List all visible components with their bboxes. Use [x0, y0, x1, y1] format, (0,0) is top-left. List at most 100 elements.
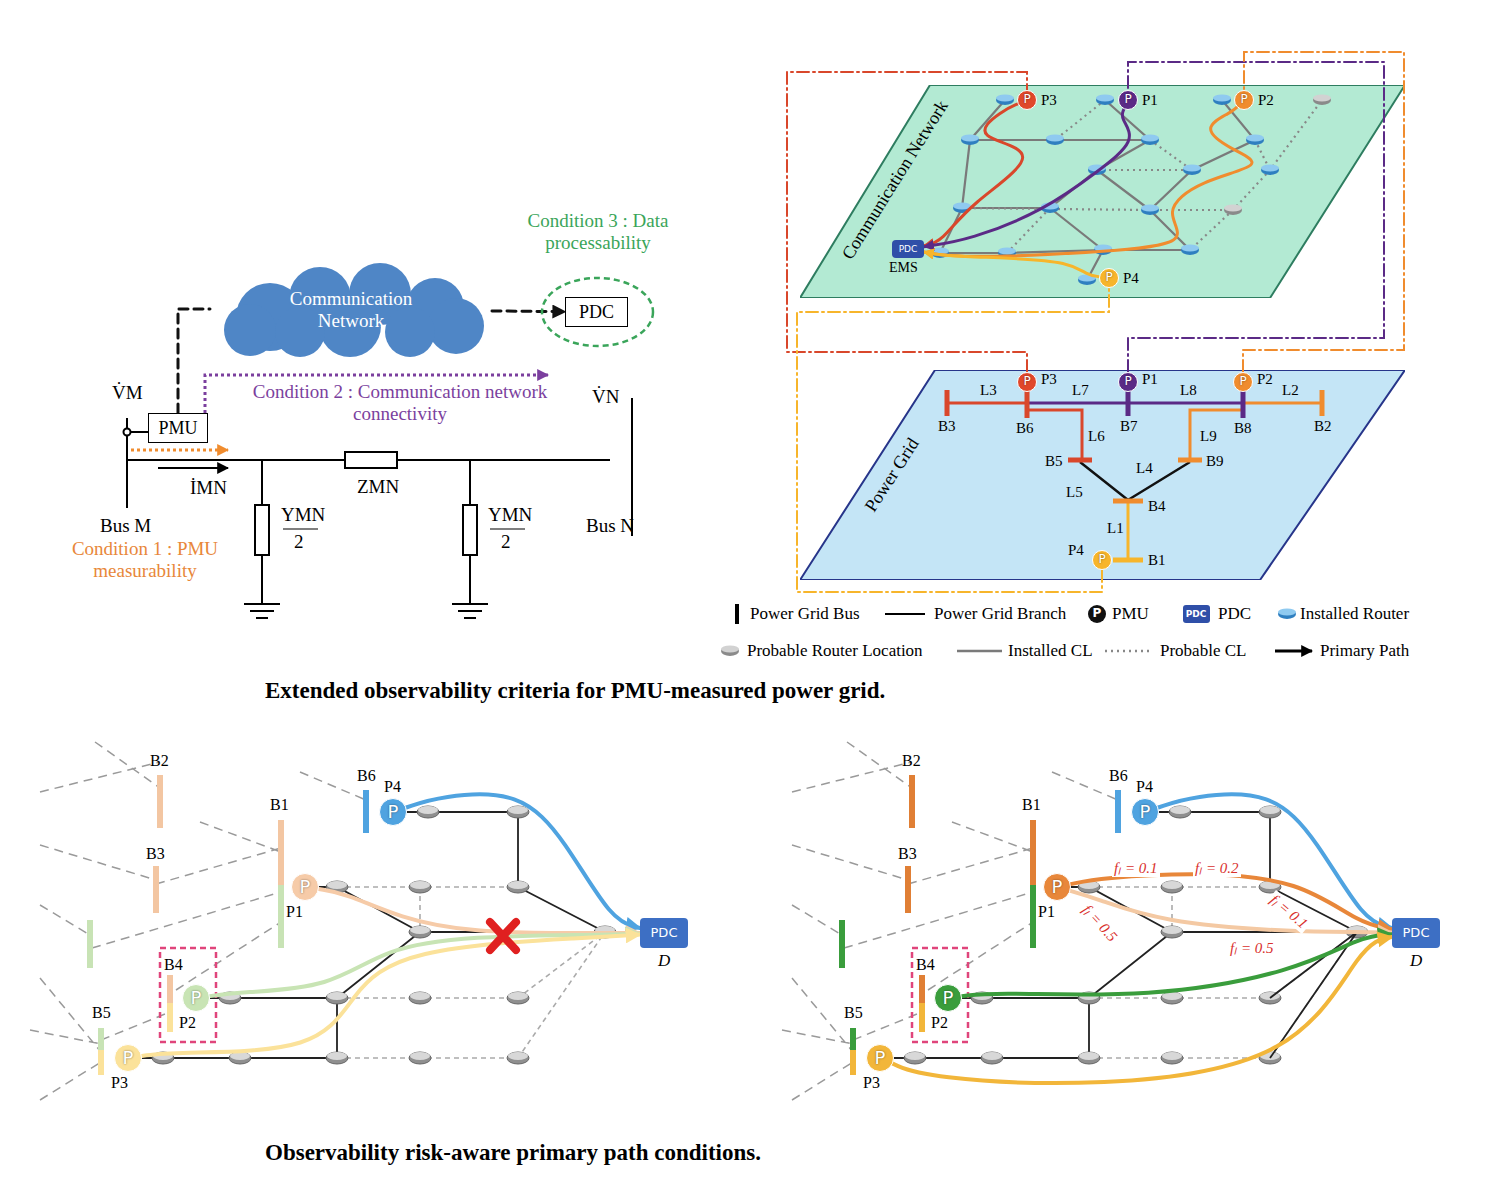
part-label: B7 [1120, 418, 1138, 435]
legend-text: Power Grid Bus [750, 604, 860, 624]
pdc-box: PDCD [640, 918, 688, 948]
plane-outline [800, 85, 1405, 298]
pdc-box: PDCD [1392, 918, 1440, 948]
legend-bus-sample [735, 604, 739, 624]
pmu-node: PP1 [291, 873, 319, 901]
legend-router-sample [721, 646, 739, 657]
part-label: B3 [146, 845, 165, 863]
part-label: İMN [190, 477, 227, 499]
router [1096, 95, 1114, 106]
branch [1127, 502, 1130, 560]
connector [319, 889, 640, 933]
node-label: P1 [286, 903, 303, 921]
connector [142, 935, 640, 1057]
part-label: 2 [294, 531, 304, 553]
pmu-node: PP4 [1099, 268, 1119, 288]
node-text: P [1124, 93, 1131, 107]
branch [1027, 402, 1243, 405]
figure-title: Extended observability criteria for PMU-… [265, 678, 885, 704]
legend-router-sample [1278, 609, 1296, 620]
connector [1071, 874, 1392, 929]
part-label: B9 [1206, 453, 1224, 470]
bus-bar [1115, 790, 1121, 833]
network-plane: Power GridPP3PP1PP2PP4 [800, 370, 1405, 580]
node-text: Power Grid [861, 434, 924, 515]
failure-cross [490, 922, 516, 950]
node-text: P [1140, 802, 1151, 823]
part-label: B1 [1022, 796, 1041, 814]
legend-text: Installed CL [1008, 641, 1093, 661]
router [1224, 205, 1242, 216]
node-text: P [1239, 375, 1246, 389]
part-label: B8 [1234, 420, 1252, 437]
part-label: Condition 2 : Communication network conn… [250, 381, 550, 425]
part-label: L3 [980, 382, 997, 399]
icon-text: PDC [1186, 609, 1207, 619]
impedance-symbol [345, 452, 397, 468]
node-text: P [1052, 877, 1063, 898]
node-label: P4 [1136, 778, 1153, 796]
connector [492, 309, 565, 313]
ring-outline [542, 278, 653, 346]
node-label: P4 [384, 778, 401, 796]
bus-bar [90, 885, 281, 1050]
part-label: YMN [281, 504, 325, 526]
node-label: P1 [1142, 92, 1158, 109]
process-box: PMU [148, 413, 208, 443]
part-label: B2 [150, 752, 169, 770]
cloud-lobe [275, 307, 325, 357]
failure-probability: fₗ = 0.1 [1112, 860, 1160, 877]
legend-pdc-sample [1183, 605, 1210, 623]
node-text: P [388, 802, 399, 823]
part-label: B5 [1045, 453, 1063, 470]
router [1246, 135, 1264, 146]
legend-text: PMU [1112, 604, 1149, 624]
part-label: B2 [1314, 418, 1332, 435]
pdc-icon: PDCEMS [892, 240, 924, 258]
current-arrow [158, 467, 228, 469]
node-label: P2 [179, 1014, 196, 1032]
part-label: L8 [1180, 382, 1197, 399]
highlight-box [160, 948, 216, 1042]
pmu-node: PP2 [934, 984, 962, 1012]
legend-text: PDC [1218, 604, 1251, 624]
pmu-node: PP1 [1118, 372, 1138, 392]
node-text: P [1105, 271, 1112, 285]
pmu-node: PP2 [1234, 90, 1254, 110]
part-label: V̇N [592, 386, 619, 408]
part-label: L9 [1200, 428, 1217, 445]
failure-probability: fₗ = 0.5 [1228, 940, 1276, 957]
node-text: PDC [899, 244, 918, 254]
pmu-node: PP1 [1118, 90, 1138, 110]
bus-bars-right [842, 775, 1118, 1075]
condition-ring: Condition 3 : Data processabilityPDC [540, 276, 655, 348]
node-label: P3 [863, 1074, 880, 1092]
connector [962, 934, 1392, 996]
part-label: Condition 1 : PMU measurability [55, 538, 235, 582]
part-label: B3 [898, 845, 917, 863]
part-label: B5 [92, 1004, 111, 1022]
node-label: P1 [1142, 371, 1158, 388]
legend-text: Primary Path [1320, 641, 1409, 661]
pmu-node: PP4 [1092, 550, 1112, 570]
node-text: PDC [1403, 926, 1430, 941]
node-label: P3 [111, 1074, 128, 1092]
part-label: B3 [938, 418, 956, 435]
router [961, 135, 979, 146]
node-text: P [1098, 553, 1105, 567]
connector [178, 309, 210, 413]
part-label: Bus M [100, 515, 151, 537]
pmu-node: PP2 [1233, 372, 1253, 392]
bus-bar [908, 775, 1033, 1003]
node-label: D [658, 951, 670, 971]
condition1-arrow [131, 449, 228, 452]
node-label: P1 [1038, 903, 1055, 921]
fraction-bar [283, 528, 525, 529]
node-text: PDC [579, 302, 614, 323]
part-label: L1 [1107, 520, 1124, 537]
part-label: B6 [1016, 420, 1034, 437]
legend-text: Probable Router Location [747, 641, 923, 661]
